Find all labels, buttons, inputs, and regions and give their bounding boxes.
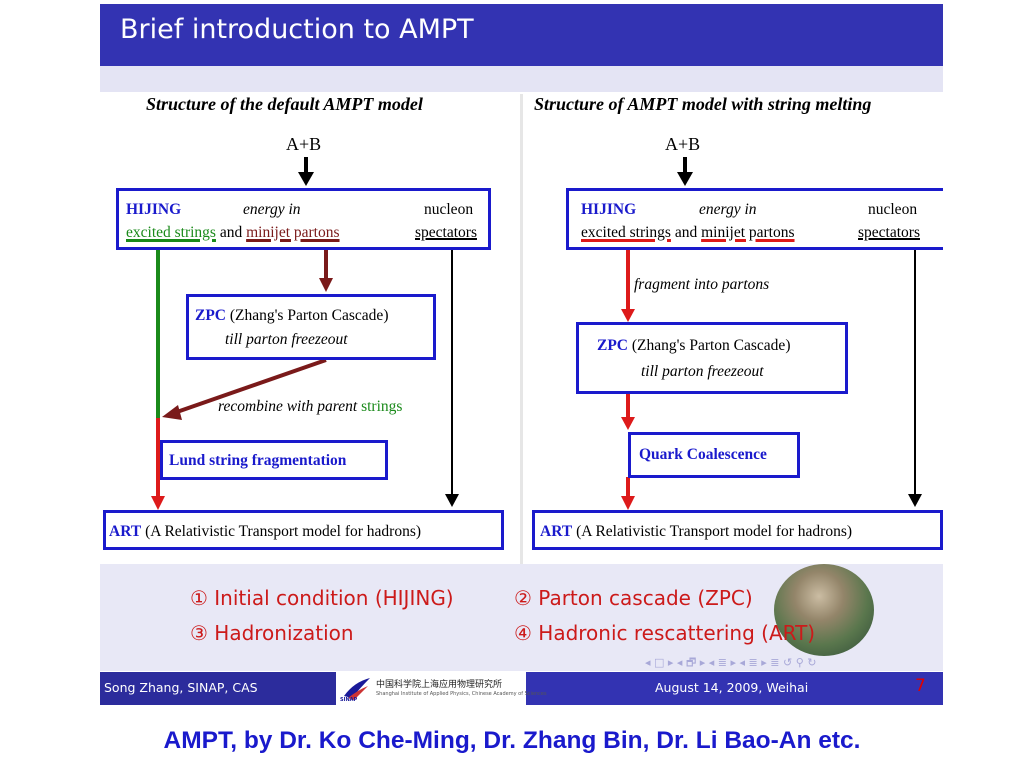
zpc-label: ZPC xyxy=(195,307,226,324)
minijet-partons-label: minijet partons xyxy=(701,224,795,241)
footer-author: Song Zhang, SINAP, CAS xyxy=(104,680,258,695)
left-arrow-recombine xyxy=(162,358,327,420)
footer-date: August 14, 2009, Weihai xyxy=(655,680,809,695)
quark-coalescence-label: Quark Coalescence xyxy=(639,446,767,463)
right-art-box: ART (A Relativistic Transport model for … xyxy=(532,510,943,550)
nucleon-label: nucleon xyxy=(424,201,474,218)
left-zpc-box: ZPC (Zhang's Parton Cascade) till parton… xyxy=(186,294,436,360)
sinap-logo-text: 中国科学院上海应用物理研究所 xyxy=(376,680,503,690)
sinap-logo-icon xyxy=(344,678,370,700)
zpc-label: ZPC xyxy=(597,337,628,354)
right-arrow-input xyxy=(677,157,693,186)
fragment-label: fragment into partons xyxy=(634,276,770,293)
stage-1: ① Initial condition (HIJING) xyxy=(190,586,454,610)
left-arrow-red xyxy=(151,418,165,510)
sinap-logo: 中国科学院上海应用物理研究所 Shanghai Institute of App… xyxy=(336,672,547,705)
hijing-label: HIJING xyxy=(126,201,182,218)
energy-in-label: energy in xyxy=(699,201,757,218)
right-hijing-box: HIJING energy in nucleon excited strings… xyxy=(566,188,943,250)
lund-label: Lund string fragmentation xyxy=(169,452,347,469)
stage-3: ③ Hadronization xyxy=(190,621,354,645)
right-panel-heading: Structure of AMPT model with string melt… xyxy=(534,94,872,114)
left-arrow-spectators xyxy=(445,246,459,507)
recombine-strings-text: strings xyxy=(361,398,403,415)
caption: AMPT, by Dr. Ko Che-Ming, Dr. Zhang Bin,… xyxy=(163,727,861,754)
spectators-label: spectators xyxy=(858,224,920,241)
excited-strings-label: excited strings xyxy=(126,224,216,241)
art-label: ART xyxy=(540,523,573,540)
hijing-second-line: excited strings and minijet partons xyxy=(126,224,340,242)
right-arrow-fragment xyxy=(621,246,635,322)
hijing-label: HIJING xyxy=(581,201,637,218)
sinap-logo-subtext: Shanghai Institute of Applied Physics, C… xyxy=(376,691,547,697)
slide: Brief introduction to AMPT xyxy=(100,4,943,705)
left-arrow-minijet xyxy=(319,246,333,292)
stage-4: ④ Hadronic rescattering (ART) xyxy=(514,621,816,645)
left-hijing-box: HIJING energy in nucleon excited strings… xyxy=(116,188,491,250)
art-full-name: (A Relativistic Transport model for hadr… xyxy=(141,523,422,540)
minijet-partons-label: minijet partons xyxy=(246,224,340,241)
left-input-label: A+B xyxy=(286,134,322,154)
footer-author-section: Song Zhang, SINAP, CAS xyxy=(100,672,336,705)
and-label: and xyxy=(215,224,247,241)
landscape-globe-image xyxy=(774,564,874,656)
beamer-navigation-symbols[interactable]: ◂ □ ▸ ◂ 🗗 ▸ ◂ ≣ ▸ ◂ ≣ ▸ ≣ ↺ ⚲ ↻ xyxy=(645,656,817,669)
panel-divider xyxy=(520,94,523,564)
hijing-second-line: excited strings and minijet partons xyxy=(581,224,795,242)
recombine-text: recombine with parent xyxy=(218,398,362,415)
excited-strings-label: excited strings xyxy=(581,224,671,241)
nucleon-label: nucleon xyxy=(868,201,918,218)
slide-title: Brief introduction to AMPT xyxy=(120,14,474,45)
lund-fragmentation-box: Lund string fragmentation xyxy=(160,440,388,480)
page-number: 7 xyxy=(915,676,926,696)
flow-arrows xyxy=(151,157,922,510)
art-label-line: ART (A Relativistic Transport model for … xyxy=(540,523,852,541)
recombine-label: recombine with parent strings xyxy=(218,398,402,416)
stage-2: ② Parton cascade (ZPC) xyxy=(514,586,753,610)
right-arrow-spectators xyxy=(908,246,922,507)
zpc-title: ZPC (Zhang's Parton Cascade) xyxy=(597,337,790,355)
right-arrow-zpc-quark xyxy=(621,392,635,430)
art-full-name: (A Relativistic Transport model for hadr… xyxy=(572,523,853,540)
right-input-label: A+B xyxy=(665,134,701,154)
energy-in-label: energy in xyxy=(243,201,301,218)
right-arrow-quark-art xyxy=(621,477,635,510)
footer: Song Zhang, SINAP, CAS 中国科学院上海应用物理研究所 Sh… xyxy=(100,672,943,705)
art-label-line: ART (A Relativistic Transport model for … xyxy=(109,523,421,541)
title-bar: Brief introduction to AMPT xyxy=(100,4,943,66)
and-label: and xyxy=(670,224,702,241)
left-art-box: ART (A Relativistic Transport model for … xyxy=(103,510,504,550)
zpc-title: ZPC (Zhang's Parton Cascade) xyxy=(195,307,388,325)
zpc-full-name: (Zhang's Parton Cascade) xyxy=(628,337,791,354)
left-panel-heading: Structure of the default AMPT model xyxy=(146,94,423,114)
title-sub-bar xyxy=(100,66,943,92)
zpc-freezeout: till parton freezeout xyxy=(641,363,764,380)
zpc-freezeout: till parton freezeout xyxy=(225,331,348,348)
quark-coalescence-box: Quark Coalescence xyxy=(628,432,800,478)
right-zpc-box: ZPC (Zhang's Parton Cascade) till parton… xyxy=(576,322,848,394)
art-label: ART xyxy=(109,523,142,540)
zpc-full-name: (Zhang's Parton Cascade) xyxy=(226,307,389,324)
spectators-label: spectators xyxy=(415,224,477,241)
left-arrow-input xyxy=(298,157,314,186)
sinap-logo-mark: SINAP xyxy=(340,697,358,703)
